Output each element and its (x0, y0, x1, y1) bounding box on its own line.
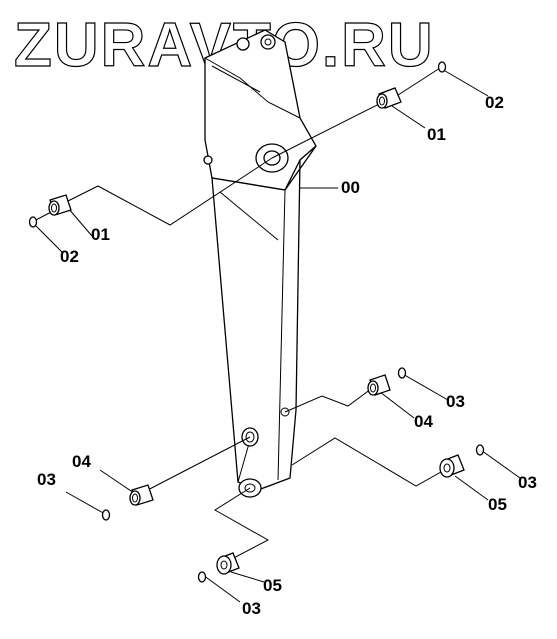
ring-left-top (28, 216, 38, 228)
arm-body (203, 29, 338, 498)
flanged-bushing-bottom (216, 552, 240, 575)
ring-bottom (197, 571, 207, 583)
callout-ring-bottom: 03 (242, 599, 261, 618)
callout-bushing-right-top: 01 (427, 125, 446, 144)
callout-ring-right-low: 03 (518, 473, 537, 492)
bushing-right-mid (367, 374, 391, 396)
callout-bushing-left-low: 04 (72, 452, 91, 471)
watermark: ZURAVTO.RU (14, 11, 435, 80)
callout-ring-right-top: 02 (485, 93, 504, 112)
bushing-left-top (48, 194, 72, 216)
callout-bushing-left-top: 01 (91, 225, 110, 244)
callout-ring-left-low: 03 (37, 470, 56, 489)
callout-ring-left-top: 02 (60, 247, 79, 266)
flanged-bushing-right-low (439, 454, 465, 478)
ring-left-low (101, 509, 111, 521)
callout-flanged-right-low: 05 (488, 495, 507, 514)
ring-right-top (437, 61, 447, 73)
bushing-right-top (376, 87, 402, 109)
callout-arm: 00 (341, 178, 360, 197)
ring-right-low (475, 444, 485, 456)
callout-bushing-right-mid: 04 (414, 412, 433, 431)
callout-ring-right-mid: 03 (446, 392, 465, 411)
bushing-left-low (129, 484, 154, 506)
callout-flanged-bottom: 05 (263, 576, 282, 595)
ring-right-mid (397, 367, 407, 379)
